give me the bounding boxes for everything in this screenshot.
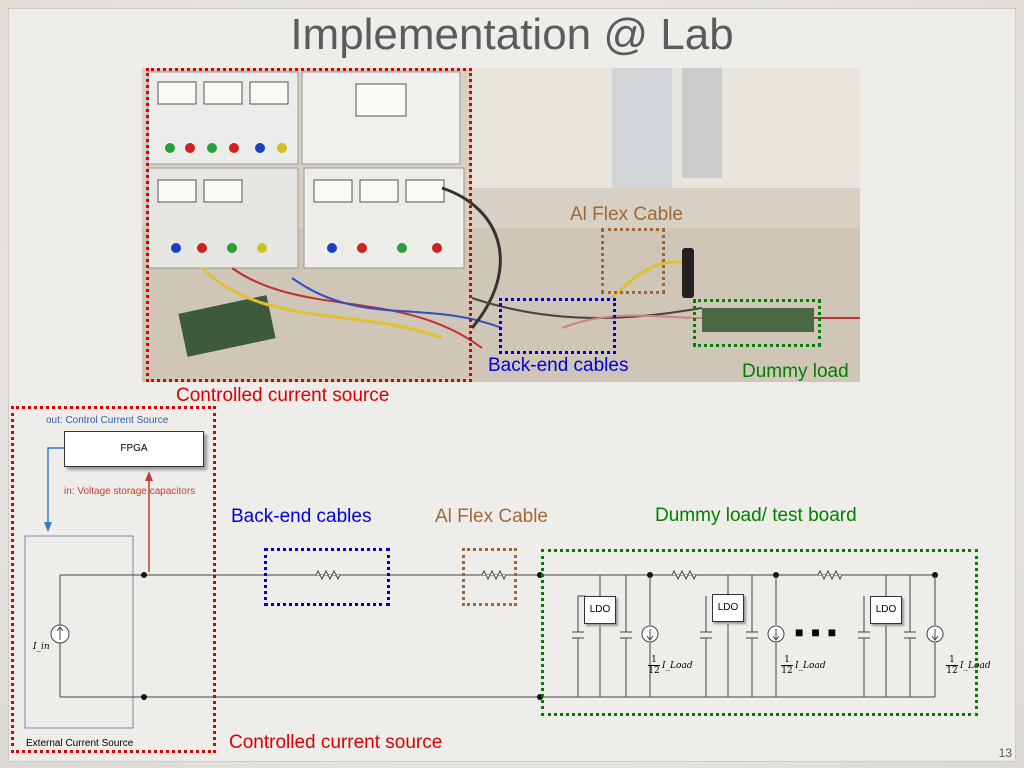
schematic-box-controlled-current-source [11, 406, 216, 753]
photo-label-controlled-current-source: Controlled current source [176, 385, 390, 406]
ellipsis-marker: ■ ■ ■ [795, 624, 839, 640]
photo-box-back-end-cables [499, 298, 616, 354]
load-fraction-2: 1 12 [781, 655, 793, 676]
photo-label-dummy-load: Dummy load [742, 361, 849, 382]
fpga-block: FPGA [64, 431, 204, 467]
external-source-label: External Current Source [26, 738, 134, 749]
fraction-numerator: 1 [651, 655, 657, 665]
ldo-block-1: LDO [584, 596, 616, 624]
photo-box-controlled-current-source [146, 68, 472, 382]
load-fraction-3: 1 12 [946, 655, 958, 676]
fpga-label: FPGA [120, 443, 148, 454]
schematic-label-controlled-current-source: Controlled current source [229, 732, 443, 753]
schematic-label-al-flex-cable: Al Flex Cable [435, 506, 548, 527]
ldo-label: LDO [589, 604, 611, 615]
fraction-denominator: 12 [648, 665, 660, 676]
out-control-label: out: Control Current Source [46, 415, 169, 426]
photo-label-back-end-cables: Back-end cables [488, 355, 629, 376]
page-number: 13 [998, 746, 1012, 760]
photo-label-al-flex-cable: Al Flex Cable [570, 204, 683, 225]
slide-title: Implementation @ Lab [290, 10, 734, 59]
load-current-1: I_Load [662, 661, 693, 671]
schematic-box-back-end-cables [264, 548, 390, 606]
ldo-label: LDO [717, 602, 739, 613]
lab-photo [142, 68, 860, 382]
photo-box-dummy-load [693, 299, 821, 347]
load-fraction-1: 1 12 [648, 655, 660, 676]
iin-label: I_in [33, 642, 50, 652]
ldo-block-2: LDO [712, 594, 744, 622]
schematic-box-al-flex-cable [462, 548, 517, 606]
load-current-2: I_Load [795, 661, 826, 671]
schematic-label-back-end-cables: Back-end cables [231, 506, 372, 527]
ldo-label: LDO [875, 604, 897, 615]
ldo-block-3: LDO [870, 596, 902, 624]
fraction-numerator: 1 [949, 655, 955, 665]
fraction-denominator: 12 [946, 665, 958, 676]
schematic-label-dummy-load-test-board: Dummy load/ test board [655, 505, 857, 526]
schematic-box-dummy-load [541, 549, 978, 716]
in-voltage-label: in: Voltage storage capacitors [64, 486, 196, 497]
photo-box-al-flex-cable [601, 228, 665, 294]
fraction-denominator: 12 [781, 665, 793, 676]
fraction-numerator: 1 [784, 655, 790, 665]
